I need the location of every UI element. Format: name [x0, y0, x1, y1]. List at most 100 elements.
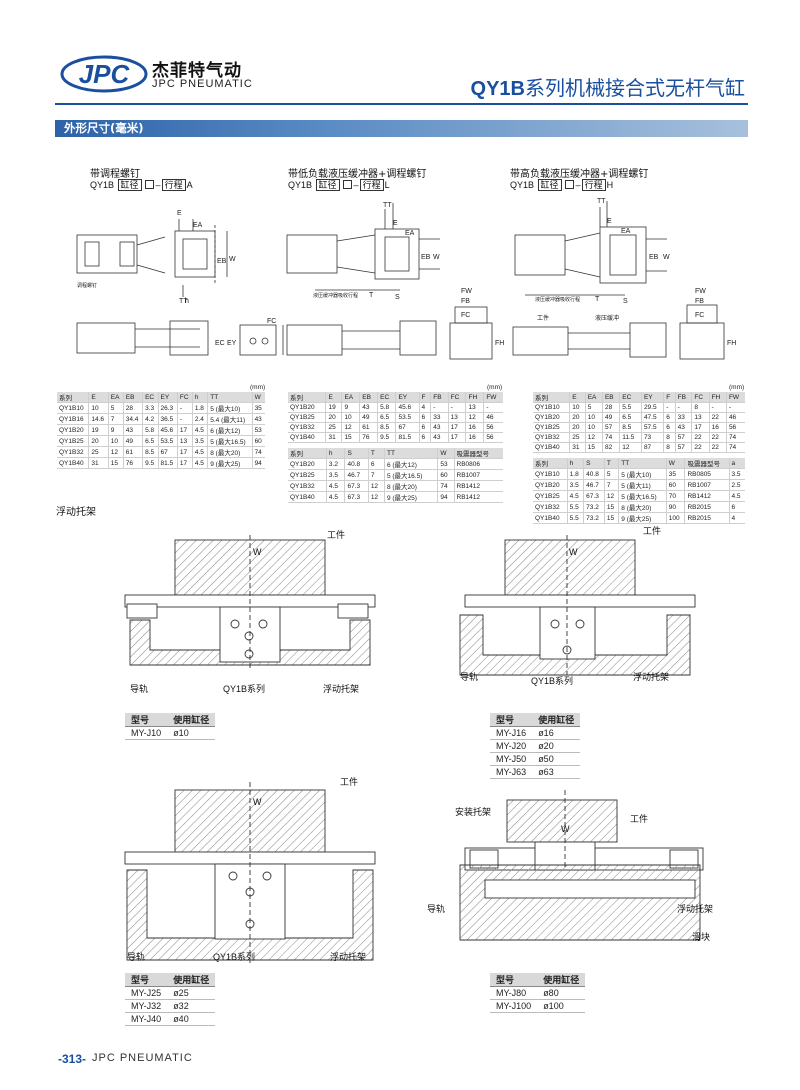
table-cell: - [447, 402, 466, 413]
dim-tt-h: TT [597, 198, 606, 205]
table-cell: 8.5 [619, 422, 642, 433]
column-header: FC [447, 392, 466, 403]
workpiece-label-4: 工件 [630, 813, 648, 824]
table-cell: 3.2 [325, 458, 345, 470]
table-cell: 16 [465, 432, 484, 443]
w-label-2: W [569, 547, 578, 557]
table-cell: 8 [663, 442, 676, 453]
table-cell: 49 [601, 412, 620, 423]
series-label-3: QY1B系列 [213, 951, 255, 962]
column-header: W [665, 458, 685, 469]
column-header: h [566, 458, 584, 469]
table-cell: 45.6 [157, 424, 178, 436]
table-cell: 61 [359, 422, 378, 433]
table-cell: 16 [465, 422, 484, 433]
column-header: FC [691, 392, 710, 403]
table-cell: 43 [122, 424, 143, 436]
column-header: 型号 [125, 973, 168, 987]
dim-fw-l: FW [461, 288, 472, 295]
table-cell: 8.5 [377, 422, 396, 433]
floating-drawings: W 工件 导轨 QY1B系列 浮动托架 W 工件 导轨 QY1B系列 浮动托架 … [124, 525, 713, 965]
table-cell: 94 [251, 457, 265, 469]
dim-eb-h: EB [649, 254, 659, 261]
table-cell: 9.5 [377, 432, 396, 443]
dim-e: E [177, 210, 182, 217]
table-cell: 7 [107, 413, 124, 425]
table-cell: 5 (最大10) [618, 468, 667, 480]
table-cell: 76 [359, 432, 378, 443]
table-cell: QY1B40 [288, 491, 327, 503]
adjust-screw-label-a: 调程螺钉 [77, 282, 97, 289]
table-cell: 81.5 [395, 432, 420, 443]
column-header: EY [640, 392, 664, 403]
column-header: S [344, 448, 369, 459]
table-cell: QY1B25 [533, 422, 570, 433]
table-cell: 16 [708, 422, 727, 433]
section-title: 外形尺寸(毫米) [64, 121, 144, 135]
table-cell: 5 (最大10) [207, 402, 253, 414]
table-cell: 67.3 [344, 480, 369, 492]
table-cell: 49 [122, 435, 143, 447]
shock-stroke-l: 液压缓冲器吸收行程 [313, 292, 358, 299]
table-cell: MY-J40 [125, 1012, 168, 1026]
column-header: TT [618, 458, 667, 469]
dim-tt: TT [179, 298, 188, 305]
table-cell: 22 [708, 432, 727, 443]
dim-ea-l: EA [405, 230, 415, 237]
table-cell: 56 [725, 422, 745, 433]
table-cell: 5 (最大11) [618, 479, 667, 491]
column-header: 型号 [125, 713, 168, 727]
table-cell: - [674, 402, 692, 413]
table-cell: 61 [122, 446, 143, 458]
table-cell: 46 [725, 412, 745, 423]
table-cell: 6 [418, 412, 431, 423]
dim-e-l: E [393, 220, 398, 227]
table-cell: QY1B25 [288, 412, 326, 423]
table-cell: 53.5 [157, 435, 178, 447]
table-cell: 100 [665, 512, 685, 524]
column-header: 系列 [288, 392, 326, 403]
slider-label: 滑块 [692, 931, 710, 942]
bracket-label-3: 浮动托架 [330, 951, 366, 962]
workpiece-label-h: 工件 [537, 314, 549, 322]
table-cell: 15 [107, 457, 124, 469]
table-cell: 5.5 [566, 512, 584, 524]
column-header: E [569, 392, 586, 403]
dim-w-h: W [663, 254, 670, 261]
dim-fc-l: FC [461, 312, 470, 319]
table-cell: 74 [251, 446, 265, 458]
table-cell: RB0806 [453, 458, 503, 470]
table-cell: MY-J63 [490, 765, 533, 779]
table-cell: QY1B20 [288, 458, 327, 470]
table-cell: 8 [663, 432, 676, 443]
column-header: 使用缸径 [167, 713, 216, 727]
table-cell: 56 [483, 422, 503, 433]
dim-e-h: E [607, 218, 612, 225]
table-cell: 6.5 [142, 435, 158, 447]
table-cell: 4.2 [142, 413, 158, 425]
table-cell: RB2015 [684, 512, 730, 524]
table-cell: 12 [584, 432, 603, 443]
table-cell: 10 [569, 402, 586, 413]
section-bar [55, 120, 748, 137]
table-cell: 25 [88, 446, 109, 458]
table-cell: ø100 [537, 999, 586, 1013]
table-cell: 67 [395, 422, 420, 433]
table-cell: 20 [569, 422, 586, 433]
jpc-logo: JPC [60, 55, 148, 93]
table-cell: QY1B20 [533, 479, 568, 491]
table-cell: 43 [251, 413, 265, 425]
table-cell: 74 [725, 442, 745, 453]
column-header: EB [359, 392, 378, 403]
